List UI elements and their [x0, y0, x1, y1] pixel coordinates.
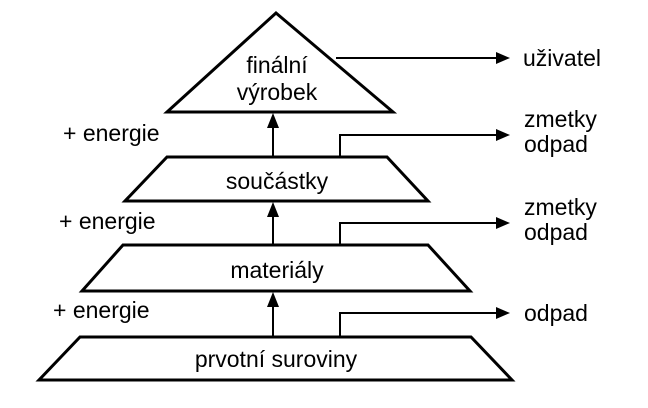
- output-label-materials-line2: odpad: [524, 219, 588, 245]
- output-line: [339, 312, 497, 337]
- energy-input-label: + energie: [59, 208, 156, 234]
- level-materials-label: materiály: [230, 257, 324, 283]
- output-label-parts-line2: odpad: [524, 131, 588, 157]
- arrowhead-up-icon: [267, 202, 279, 217]
- output-uzivatel-connector: [336, 52, 510, 64]
- output-label-parts-line1: zmetky: [524, 106, 597, 132]
- flow-arrow-raw-to-materials: [267, 292, 279, 337]
- level-final-label-line1: finální: [246, 52, 308, 78]
- output-line: [339, 222, 497, 245]
- output-label-raw: odpad: [524, 300, 588, 326]
- arrowhead-right-icon: [496, 307, 510, 319]
- energy-input-label: + energie: [63, 120, 160, 146]
- output-parts-connector: [339, 129, 510, 157]
- flow-arrow-parts-to-final: [267, 113, 279, 157]
- energy-input-label: + energie: [53, 297, 150, 323]
- level-final-label-line2: výrobek: [237, 79, 318, 105]
- output-raw-connector: [339, 307, 510, 337]
- level-raw-label: prvotní suroviny: [195, 346, 358, 372]
- level-materials-trapezoid: [78, 243, 474, 293]
- arrowhead-right-icon: [496, 217, 510, 229]
- output-label-uzivatel: uživatel: [523, 45, 601, 71]
- level-raw-materials-trapezoid: [35, 335, 516, 382]
- arrowhead-right-icon: [496, 52, 510, 64]
- level-final-product-triangle: [163, 11, 398, 114]
- output-materials-connector: [339, 217, 510, 245]
- output-label-materials-line1: zmetky: [524, 194, 597, 220]
- flow-arrow-materials-to-parts: [267, 202, 279, 245]
- arrowhead-up-icon: [267, 113, 279, 128]
- arrowhead-right-icon: [496, 129, 510, 141]
- arrowhead-up-icon: [267, 292, 279, 307]
- level-parts-trapezoid: [121, 155, 432, 203]
- level-parts-label: součástky: [226, 168, 329, 194]
- output-line: [339, 134, 497, 157]
